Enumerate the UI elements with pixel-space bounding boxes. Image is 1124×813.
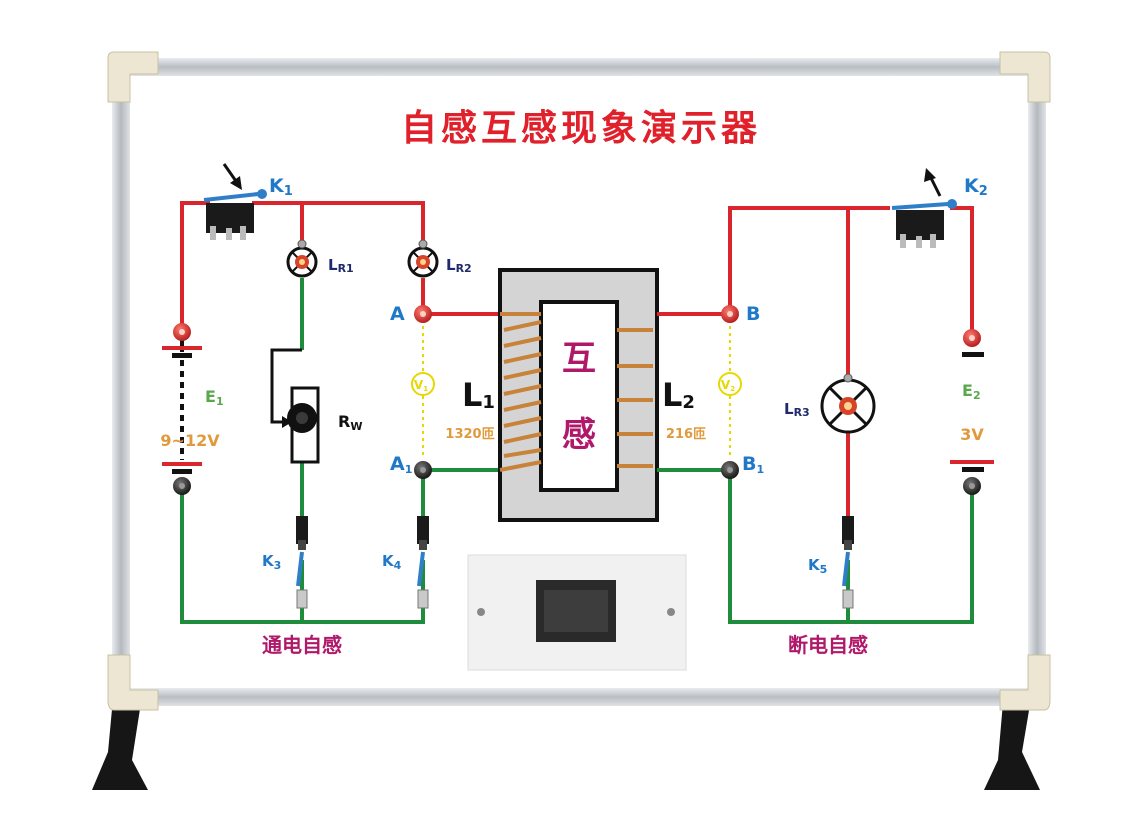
terminal-a1-label: A1 <box>390 453 412 476</box>
lr3-label: LR3 <box>784 400 810 419</box>
k5-label: K5 <box>808 556 827 576</box>
lamp-lr3 <box>820 373 876 434</box>
post-b1[interactable] <box>721 461 739 479</box>
battery-e2 <box>950 352 994 472</box>
terminal-b1-label: B1 <box>742 453 764 476</box>
e2-label: E2 <box>962 381 981 402</box>
lamp-lr2 <box>407 239 439 278</box>
l1-turns: 1320匝 <box>445 427 494 442</box>
e1-voltage: 9~12V <box>160 431 220 450</box>
rw-label: RW <box>338 412 362 433</box>
l2-turns: 216匝 <box>666 427 706 442</box>
k4-label: K4 <box>382 552 402 572</box>
switch-k1[interactable] <box>203 189 267 240</box>
section-label-left: 通电自感 <box>262 633 342 657</box>
terminal-a-label: A <box>390 303 405 325</box>
left-circuit-wires <box>180 201 500 624</box>
lr1-label: LR1 <box>328 256 354 275</box>
coil-l2 <box>617 328 653 468</box>
post-e2-bottom[interactable] <box>963 477 981 495</box>
k2-label: K2 <box>964 175 988 199</box>
core-label-2: 感 <box>562 415 596 455</box>
post-e1-bottom[interactable] <box>173 477 191 495</box>
post-b[interactable] <box>721 305 739 323</box>
lr2-label: LR2 <box>446 256 472 275</box>
rheostat-rw[interactable] <box>270 348 320 464</box>
right-circuit-wires <box>657 206 974 624</box>
board-title: 自感互感现象演示器 <box>401 108 761 149</box>
e1-label: E1 <box>205 387 224 408</box>
post-e1-top[interactable] <box>173 323 191 341</box>
post-e2-top[interactable] <box>963 329 981 347</box>
coil-l1 <box>499 312 542 472</box>
core-label-1: 互 <box>562 339 596 379</box>
e2-voltage: 3V <box>960 425 984 444</box>
l2-label: L2 <box>662 376 695 414</box>
voltmeter-v2: V2 <box>718 372 742 396</box>
switch-k5[interactable] <box>842 516 854 609</box>
post-a1[interactable] <box>414 461 432 479</box>
k3-label: K3 <box>262 552 281 572</box>
svg-text:V1: V1 <box>414 378 428 393</box>
l1-label: L1 <box>462 376 495 414</box>
battery-e1 <box>162 340 202 474</box>
lamp-lr1 <box>286 239 318 278</box>
switch-k4[interactable] <box>417 516 429 609</box>
k1-label: K1 <box>269 175 293 199</box>
arrow-down-icon <box>222 163 242 190</box>
voltmeter-v1: V1 <box>411 372 435 396</box>
corner-caps <box>107 51 1051 711</box>
switch-k2[interactable] <box>891 199 957 248</box>
arrow-up-icon <box>924 168 942 197</box>
section-label-right: 断电自感 <box>788 633 868 657</box>
terminal-b-label: B <box>746 303 760 325</box>
transformer-module <box>467 554 687 671</box>
switch-k3[interactable] <box>296 516 308 609</box>
svg-text:V2: V2 <box>721 378 735 393</box>
transformer-core <box>498 268 659 522</box>
post-a[interactable] <box>414 305 432 323</box>
